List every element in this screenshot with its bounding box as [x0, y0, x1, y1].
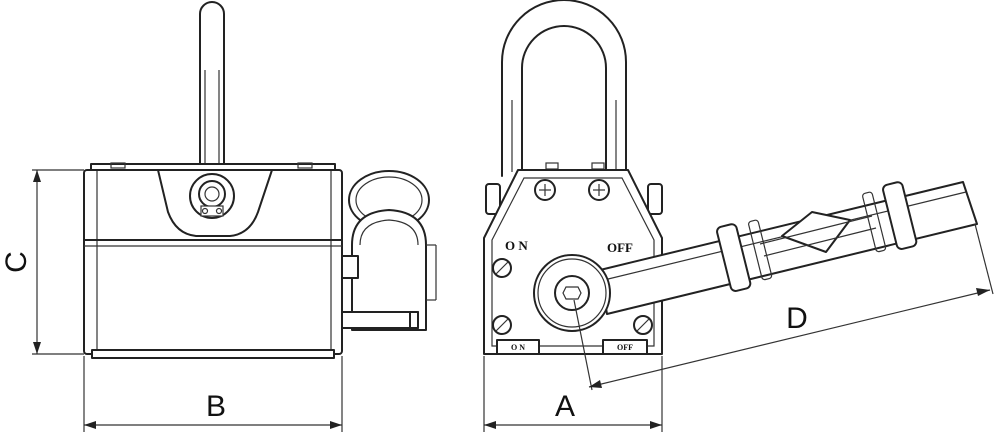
svg-text:OFF: OFF [617, 343, 633, 352]
screw-top-right [588, 179, 610, 201]
side-view: B C [0, 1, 437, 432]
dimension-b-label: B [206, 390, 226, 423]
on-plate [496, 339, 540, 355]
dimension-c-label: C [0, 251, 33, 273]
dimension-a: A [483, 356, 663, 432]
front-view: O N OFF O N OFF [483, 0, 994, 432]
dimension-b: B [83, 356, 343, 432]
dimension-a-label: A [555, 390, 575, 423]
lever-hub [533, 254, 611, 332]
front-shackle [501, 0, 627, 177]
off-plate [602, 339, 648, 355]
screw-bottom-left [492, 315, 512, 335]
screw-bottom-right [633, 315, 653, 335]
on-label: O N [505, 238, 528, 253]
off-label: OFF [607, 240, 633, 255]
svg-text:O N: O N [511, 343, 525, 352]
screw-left [492, 258, 512, 278]
dimension-c: C [0, 169, 84, 355]
side-lifting-handle [199, 1, 225, 179]
screw-top-left [534, 179, 556, 201]
dimension-d-label: D [786, 302, 808, 335]
dimension-d: D [573, 223, 994, 391]
